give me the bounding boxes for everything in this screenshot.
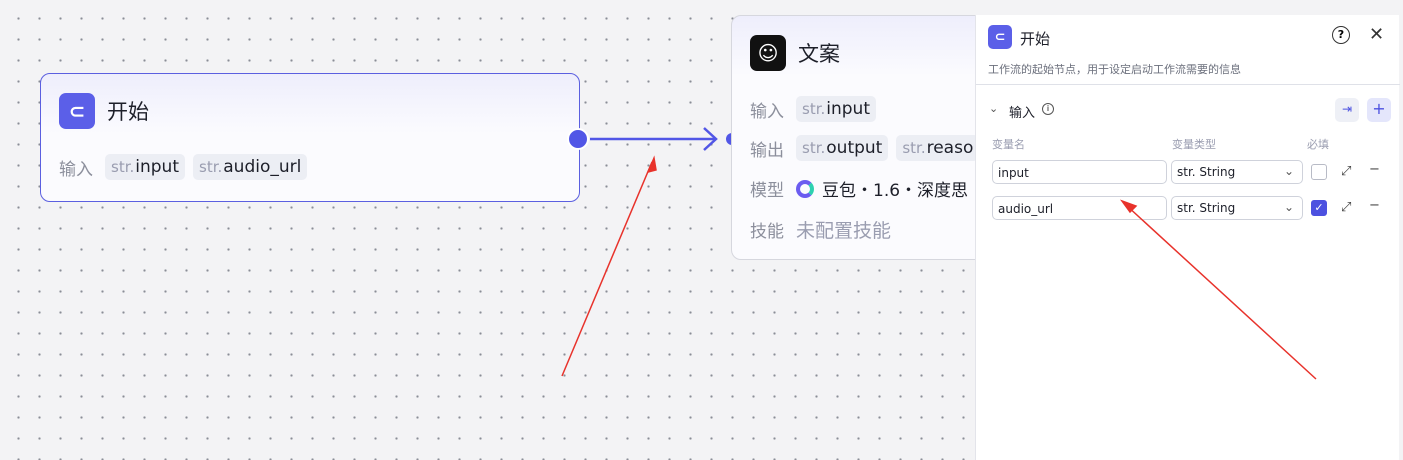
column-header-type: 变量类型 [1172,138,1216,151]
panel-description: 工作流的起始节点，用于设定启动工作流需要的信息 [988,63,1241,76]
close-icon[interactable]: ✕ [1369,24,1385,45]
variable-type-select[interactable]: str. String⌄ [1171,196,1303,220]
node-title: 文案 [798,42,840,66]
skill-value: 未配置技能 [796,220,892,242]
column-header-required: 必填 [1307,138,1329,151]
collapse-chevron-icon[interactable]: ⌄ [989,102,999,115]
chevron-down-icon: ⌄ [1283,164,1294,178]
info-icon: i [1042,103,1054,115]
output-label: 输出 [750,140,784,161]
panel-title: 开始 [1020,30,1051,48]
expand-icon[interactable]: ⤢ [1341,164,1352,179]
skill-label: 技能 [750,222,784,242]
output-port[interactable] [567,128,589,150]
input-label: 输入 [59,159,93,180]
start-icon: ⊂ [988,25,1012,49]
wenan-node[interactable]: ☺ 文案 输入 str.input 输出 str.output str.reas… [731,15,991,260]
node-settings-panel: ⊂ 开始 ? ✕ 工作流的起始节点，用于设定启动工作流需要的信息 ⌄ 输入 i … [975,15,1400,460]
start-icon: ⊂ [59,93,95,129]
chevron-down-icon: ⌄ [1283,200,1294,214]
expand-icon[interactable]: ⤢ [1341,200,1352,215]
section-title: 输入 [1009,106,1036,121]
required-checkbox[interactable]: ✓ [1311,200,1327,216]
output-tag: str.output [796,135,889,161]
ghost-icon: ☺ [750,35,786,71]
node-title: 开始 [107,100,149,124]
variable-name-input[interactable]: audio_url [992,196,1167,220]
output-tag: str.reaso [896,135,980,161]
input-label: 输入 [750,101,784,122]
import-button[interactable]: ⇥ [1335,98,1359,122]
doubao-icon [796,179,814,198]
variable-name-input[interactable]: input [992,160,1167,184]
start-node[interactable]: ⊂ 开始 输入 str.input str.audio_url [40,73,580,202]
add-variable-button[interactable]: + [1367,98,1391,122]
model-name: 豆包・1.6・深度思 [822,181,969,201]
variable-type-select[interactable]: str. String⌄ [1171,160,1303,184]
input-tag: str.input [105,154,185,180]
column-header-name: 变量名 [992,138,1025,151]
input-tag: str.audio_url [193,154,308,180]
remove-icon[interactable]: − [1369,198,1380,213]
divider [976,84,1400,85]
remove-icon[interactable]: − [1369,162,1380,177]
input-tag: str.input [796,96,876,122]
model-label: 模型 [750,181,784,201]
required-checkbox[interactable] [1311,164,1327,180]
help-icon[interactable]: ? [1332,26,1350,44]
